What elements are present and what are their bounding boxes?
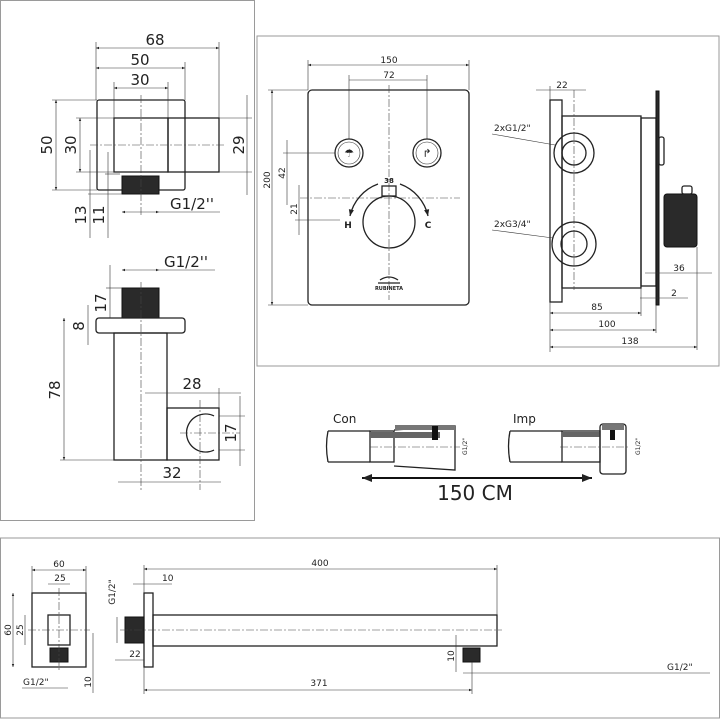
dim-2: 2 [671,289,677,299]
dim-h50: 50 [38,135,56,154]
panel-wall-outlet [0,0,255,521]
dim-h30: 30 [62,135,80,154]
hose-imp-thread-label: G1/2" [635,438,642,455]
dim-h29: 29 [230,135,248,154]
dim-h11: 11 [90,205,108,224]
dim-h25: 25 [16,624,26,635]
mixer-front-view: ☂ ↱ 38 H C RUBINETA 150 72 200 42 21 [263,56,470,306]
hand-shower-icon: ↱ [422,147,431,160]
dim-arm-22: 22 [129,650,140,660]
thread-label: G1/2'' [170,195,214,213]
dim-32: 32 [162,464,181,482]
dim-50: 50 [130,51,149,69]
dim-25: 25 [54,574,65,584]
dim-371: 371 [310,679,327,689]
dim-h17: 17 [92,293,110,312]
dim-h21: 21 [290,203,300,214]
dim-h42: 42 [278,167,288,178]
dim-85: 85 [591,303,602,313]
dim-68: 68 [145,31,164,49]
dim-h17b: 17 [222,423,240,442]
dim-h200: 200 [263,171,273,188]
dim-h78: 78 [46,380,64,399]
panel-shower-arm [0,537,720,719]
dim-h10: 10 [84,676,94,688]
hot-mark: H [344,221,352,231]
dim-72: 72 [383,71,394,81]
flange-thread-label: G1/2" [23,678,49,688]
dim-h13: 13 [72,205,90,224]
holder-thread-label: G1/2'' [164,253,208,271]
arm-thread-out-label: G1/2" [667,663,693,673]
hose-imp-label: Imp [513,412,536,426]
dim-28: 28 [182,375,201,393]
port-bottom-label: 2xG3/4" [494,220,531,230]
thread-icon [121,175,160,195]
dim-arm-10: 10 [162,574,174,584]
arm-flange-view: 60 25 60 25 G1/2" 10 [4,560,94,693]
brand-logo-icon [378,276,400,284]
dim-30: 30 [130,71,149,89]
dim-100: 100 [598,320,615,330]
hose-length-label: 150 CM [437,481,513,505]
dim-150: 150 [380,56,397,66]
dim-36: 36 [673,264,685,274]
temperature-mark: 38 [384,177,394,185]
holder-view: G1/2'' 17 8 78 28 17 32 [46,253,245,490]
panel-mixer [256,35,720,367]
hose-view: Con Imp G1/2" G1/2" 150 CM [325,412,642,505]
dim-arm-h10: 10 [447,650,457,662]
shower-head-icon: ☂ [344,147,354,160]
dim-400: 400 [311,559,328,569]
mixer-side-view: 2xG1/2" 2xG3/4" 22 36 2 85 100 138 [491,81,712,352]
dim-22: 22 [556,81,567,91]
arm-thread-in-label: G1/2" [108,579,118,605]
port-top-label: 2xG1/2" [494,124,531,134]
wall-outlet-view: 68 50 30 50 30 29 13 11 G1/2'' [38,31,252,238]
dim-60: 60 [53,560,65,570]
hose-con-thread-label: G1/2" [462,438,469,455]
shower-arm-view: 400 10 G1/2" 22 10 G1/2" 371 [108,559,710,694]
brand-logo: RUBINETA [375,286,403,292]
dim-h8: 8 [70,321,88,331]
dim-138: 138 [621,337,638,347]
hose-con-label: Con [333,412,356,426]
dim-h60: 60 [4,624,14,636]
cold-mark: C [425,221,432,231]
